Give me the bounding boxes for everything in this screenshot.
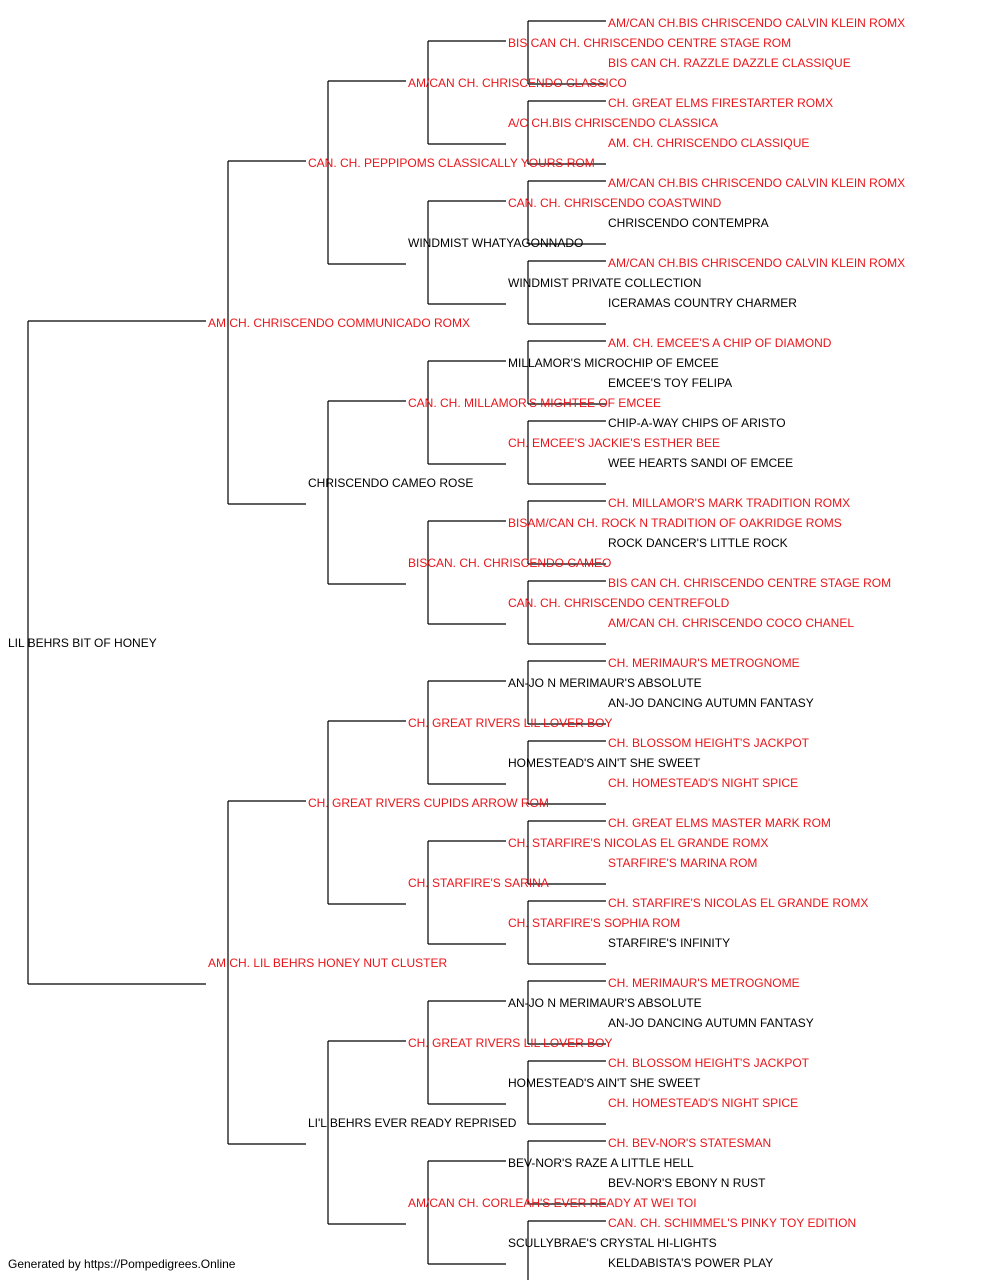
footer-credit: Generated by https://Pompedigrees.Online bbox=[8, 1257, 236, 1271]
ancestor-name: AM/CAN CH. CORLEAH'S EVER READY AT WEI T… bbox=[408, 1196, 697, 1210]
ancestor-name: AM/CAN CH. CHRISCENDO COCO CHANEL bbox=[608, 616, 855, 630]
ancestor-name: AM/CAN CH.BIS CHRISCENDO CALVIN KLEIN RO… bbox=[608, 256, 906, 270]
ancestor-name: CH. BEV-NOR'S STATESMAN bbox=[608, 1136, 772, 1150]
ancestor-name: WINDMIST PRIVATE COLLECTION bbox=[508, 276, 702, 290]
ancestor-name: CH. STARFIRE'S SARINA bbox=[408, 876, 549, 890]
ancestor-name: CAN. CH. CHRISCENDO CENTREFOLD bbox=[508, 596, 730, 610]
ancestor-name: CH. STARFIRE'S NICOLAS EL GRANDE ROMX bbox=[508, 836, 769, 850]
ancestor-name: BEV-NOR'S RAZE A LITTLE HELL bbox=[508, 1156, 694, 1170]
ancestor-name: EMCEE'S TOY FELIPA bbox=[608, 376, 733, 390]
ancestor-name: ICERAMAS COUNTRY CHARMER bbox=[608, 296, 797, 310]
ancestor-name: CH. MERIMAUR'S METROGNOME bbox=[608, 976, 800, 990]
ancestor-name: BEV-NOR'S EBONY N RUST bbox=[608, 1176, 766, 1190]
ancestor-name: CH. HOMESTEAD'S NIGHT SPICE bbox=[608, 776, 799, 790]
ancestor-name: CH. GREAT ELMS FIRESTARTER ROMX bbox=[608, 96, 834, 110]
ancestor-name: AM/CAN CH.BIS CHRISCENDO CALVIN KLEIN RO… bbox=[608, 16, 906, 30]
ancestor-name: MILLAMOR'S MICROCHIP OF EMCEE bbox=[508, 356, 719, 370]
ancestor-name: CH. EMCEE'S JACKIE'S ESTHER BEE bbox=[508, 436, 720, 450]
ancestor-name: AN-JO DANCING AUTUMN FANTASY bbox=[608, 696, 814, 710]
ancestor-name: CHRISCENDO CAMEO ROSE bbox=[308, 476, 474, 490]
ancestor-name: BISAM/CAN CH. ROCK N TRADITION OF OAKRID… bbox=[508, 516, 842, 530]
ancestor-name: WINDMIST WHATYAGONNADO bbox=[408, 236, 584, 250]
ancestor-name: STARFIRE'S INFINITY bbox=[608, 936, 731, 950]
ancestor-name: CH. HOMESTEAD'S NIGHT SPICE bbox=[608, 1096, 799, 1110]
ancestor-name: CAN. CH. SCHIMMEL'S PINKY TOY EDITION bbox=[608, 1216, 857, 1230]
ancestor-name: CH. STARFIRE'S SOPHIA ROM bbox=[508, 916, 681, 930]
ancestor-name: CAN. CH. PEPPIPOMS CLASSICALLY YOURS ROM bbox=[308, 156, 595, 170]
ancestor-name: AN-JO DANCING AUTUMN FANTASY bbox=[608, 1016, 814, 1030]
ancestor-name: CAN. CH. MILLAMOR'S MIGHTEE OF EMCEE bbox=[408, 396, 661, 410]
ancestor-name: WEE HEARTS SANDI OF EMCEE bbox=[608, 456, 794, 470]
ancestor-name: BISCAN. CH. CHRISCENDO CAMEO bbox=[408, 556, 612, 570]
ancestor-name: AM. CH. CHRISCENDO CLASSIQUE bbox=[608, 136, 810, 150]
ancestor-name: LI'L BEHRS EVER READY REPRISED bbox=[308, 1116, 517, 1130]
ancestor-name: SCULLYBRAE'S CRYSTAL HI-LIGHTS bbox=[508, 1236, 717, 1250]
ancestor-name: BIS CAN CH. CHRISCENDO CENTRE STAGE ROM bbox=[508, 36, 792, 50]
ancestor-name: CH. MERIMAUR'S METROGNOME bbox=[608, 656, 800, 670]
subject-dog-name: LIL BEHRS BIT OF HONEY bbox=[8, 636, 157, 650]
ancestor-name: CAN. CH. CHRISCENDO COASTWIND bbox=[508, 196, 722, 210]
ancestor-name: AM CH. CHRISCENDO COMMUNICADO ROMX bbox=[208, 316, 471, 330]
ancestor-name: CH. GREAT ELMS MASTER MARK ROM bbox=[608, 816, 831, 830]
ancestor-name: HOMESTEAD'S AIN'T SHE SWEET bbox=[508, 1076, 701, 1090]
ancestor-name: ROCK DANCER'S LITTLE ROCK bbox=[608, 536, 788, 550]
ancestor-name: HOMESTEAD'S AIN'T SHE SWEET bbox=[508, 756, 701, 770]
ancestor-name: CH. GREAT RIVERS CUPIDS ARROW ROM bbox=[308, 796, 549, 810]
ancestor-name: CH. GREAT RIVERS LIL LOVER BOY bbox=[408, 716, 613, 730]
ancestor-name: CH. GREAT RIVERS LIL LOVER BOY bbox=[408, 1036, 613, 1050]
ancestor-name: CH. BLOSSOM HEIGHT'S JACKPOT bbox=[608, 736, 809, 750]
ancestor-name: KELDABISTA'S POWER PLAY bbox=[608, 1256, 774, 1270]
ancestor-name: AN-JO N MERIMAUR'S ABSOLUTE bbox=[508, 676, 702, 690]
ancestor-name: CH. STARFIRE'S NICOLAS EL GRANDE ROMX bbox=[608, 896, 869, 910]
ancestor-name: AM. CH. EMCEE'S A CHIP OF DIAMOND bbox=[608, 336, 832, 350]
ancestor-name: STARFIRE'S MARINA ROM bbox=[608, 856, 758, 870]
ancestor-name: CH. BLOSSOM HEIGHT'S JACKPOT bbox=[608, 1056, 809, 1070]
ancestor-name: CHIP-A-WAY CHIPS OF ARISTO bbox=[608, 416, 786, 430]
ancestor-name: A/C CH.BIS CHRISCENDO CLASSICA bbox=[508, 116, 719, 130]
ancestor-name: AM CH. LIL BEHRS HONEY NUT CLUSTER bbox=[208, 956, 448, 970]
ancestor-name: AM/CAN CH.BIS CHRISCENDO CALVIN KLEIN RO… bbox=[608, 176, 906, 190]
ancestor-name: CH. MILLAMOR'S MARK TRADITION ROMX bbox=[608, 496, 851, 510]
ancestor-name: BIS CAN CH. CHRISCENDO CENTRE STAGE ROM bbox=[608, 576, 892, 590]
ancestor-name: BIS CAN CH. RAZZLE DAZZLE CLASSIQUE bbox=[608, 56, 851, 70]
ancestor-name: CHRISCENDO CONTEMPRA bbox=[608, 216, 769, 230]
ancestor-name: AN-JO N MERIMAUR'S ABSOLUTE bbox=[508, 996, 702, 1010]
ancestor-name: AM/CAN CH. CHRISCENDO CLASSICO bbox=[408, 76, 627, 90]
